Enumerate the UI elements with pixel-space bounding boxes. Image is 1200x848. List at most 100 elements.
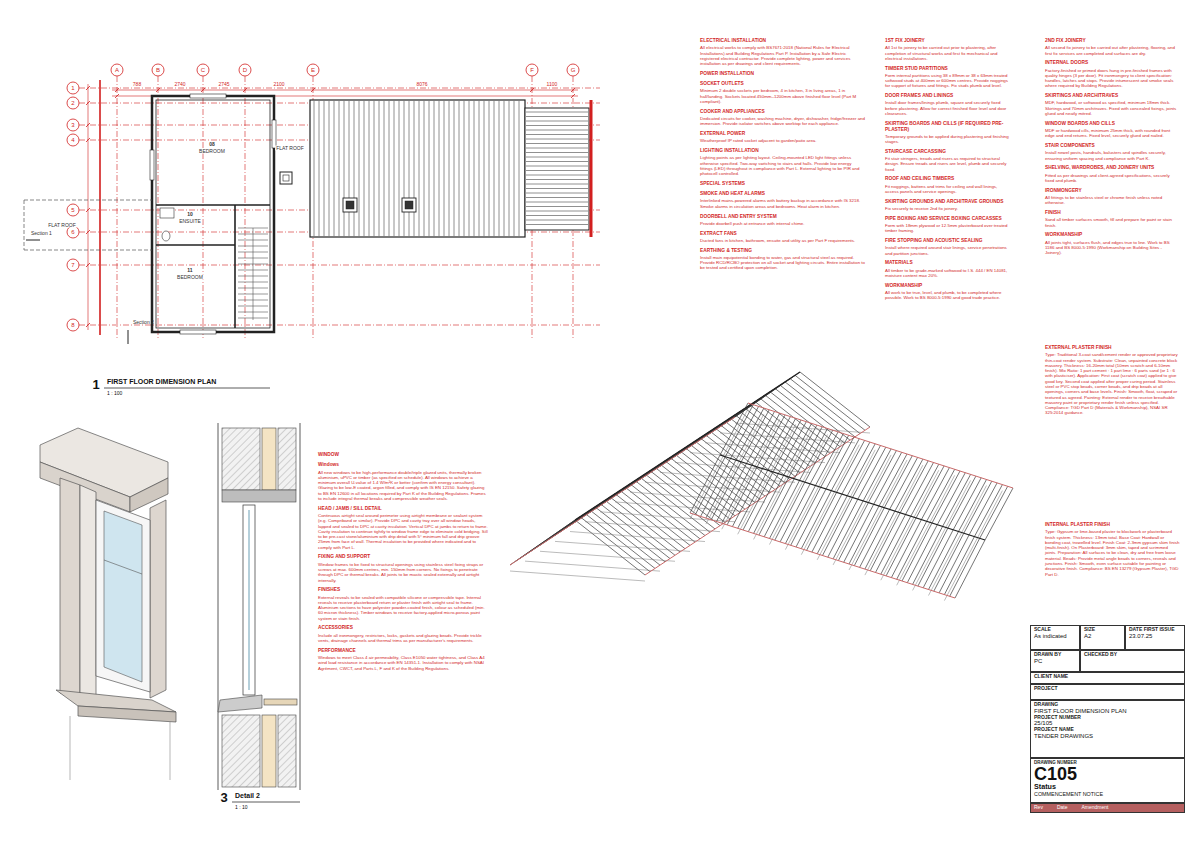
rafter — [484, 101, 485, 236]
rafter — [526, 148, 588, 149]
wall-plate — [510, 417, 735, 565]
ceiling-joist — [754, 429, 812, 539]
rafter — [409, 101, 410, 236]
flat-roof-edge — [24, 250, 152, 251]
note-body: Lighting points as per lighting layout. … — [700, 155, 865, 176]
rafter — [384, 101, 385, 236]
rafter — [929, 532, 959, 590]
ceiling-joist — [785, 440, 843, 550]
note-body: Form internal partitions using 38 x 89mm… — [885, 73, 1010, 89]
grid-bubble — [111, 64, 123, 76]
grid-line — [245, 76, 246, 338]
rooflight — [343, 198, 357, 212]
rafter — [823, 498, 853, 556]
rafter — [459, 101, 460, 236]
dimension-tick — [86, 263, 90, 267]
title-cell: CHECKED BY — [1080, 650, 1185, 672]
rafter — [750, 405, 820, 460]
dimension-tick — [530, 88, 534, 92]
note-heading: EXTERNAL POWER — [700, 131, 865, 137]
rafter — [732, 469, 762, 527]
rafter — [444, 101, 445, 236]
window-opening — [150, 150, 154, 180]
roof-edge — [590, 100, 593, 237]
field-value: TENDER DRAWINGS — [1034, 733, 1181, 740]
note-heading: DOORBELL AND ENTRY SYSTEM — [700, 214, 865, 220]
dimension-tick — [86, 323, 90, 327]
rafter — [939, 535, 969, 593]
field-value: PC — [1034, 658, 1076, 665]
rafter — [881, 516, 911, 574]
grid-label: 4 — [70, 137, 75, 143]
window-section-detail — [218, 423, 300, 790]
rafter — [727, 467, 757, 525]
dimension: 788 — [132, 82, 142, 87]
rafter — [526, 170, 588, 171]
dimension-tick — [86, 86, 90, 90]
rafter — [526, 224, 588, 225]
dimension-line — [88, 84, 89, 330]
field-value: FIRST FLOOR DIMENSION PLAN — [1034, 708, 1181, 715]
rafter — [526, 121, 588, 122]
note-heading: FINISHES — [318, 587, 488, 593]
note-body: MDF or hardwood cills, minimum 25mm thic… — [1045, 128, 1180, 139]
rafter — [980, 486, 1008, 538]
rafter — [796, 489, 826, 547]
rafter — [879, 454, 907, 506]
rafter — [773, 420, 801, 472]
dimension: 1100 — [546, 82, 559, 87]
rafter — [389, 101, 390, 236]
field-label: CHECKED BY — [1084, 652, 1181, 658]
field-label: CLIENT NAME — [1034, 674, 1181, 680]
rafter — [359, 101, 360, 236]
grid-label: B — [155, 67, 161, 73]
rafter — [948, 476, 976, 528]
rafter — [369, 101, 370, 236]
drawing-title: Detail 2 — [234, 792, 261, 799]
rooflight — [402, 198, 416, 212]
rafter — [379, 101, 380, 236]
rafter — [645, 474, 715, 529]
rafter — [847, 444, 875, 496]
rafter — [499, 101, 500, 236]
rafter — [526, 116, 588, 117]
rafter — [800, 429, 828, 481]
dimension-tick — [86, 123, 90, 127]
field-label: PROJECT — [1034, 686, 1181, 692]
ceiling-joist — [770, 435, 828, 545]
rafter — [849, 506, 879, 564]
rafter — [434, 101, 435, 236]
wall-plate — [690, 513, 955, 598]
rafter — [853, 446, 881, 498]
grid-label: A — [114, 67, 120, 73]
rafter — [775, 388, 845, 443]
rafter — [419, 101, 420, 236]
dimension-tick — [86, 101, 90, 105]
rafter — [329, 101, 330, 236]
ceiling-joist — [706, 414, 764, 524]
note-body: Fit noggings, battens and trims for ceil… — [885, 184, 1010, 195]
note-heading: WORKMANSHIP — [1045, 232, 1180, 238]
rafter — [865, 511, 895, 569]
field-value: As indicated — [1034, 633, 1076, 640]
grid-label: F — [529, 67, 535, 73]
note-body: Fit stair stringers, treads and risers a… — [885, 156, 1010, 172]
grid-bubble — [307, 64, 319, 76]
rafter — [339, 101, 340, 236]
drawing-number: C105 — [1034, 765, 1181, 783]
grid-bubble — [67, 134, 79, 146]
rafter — [464, 101, 465, 236]
rafter — [526, 166, 588, 167]
rafter — [504, 101, 505, 236]
grid-label: D — [242, 67, 248, 73]
note-heading: 1ST FIX JOINERY — [885, 38, 1010, 44]
grid-bubble — [526, 64, 538, 76]
note-body: All electrical works to comply with BS76… — [700, 45, 865, 66]
rafter — [801, 491, 831, 549]
note-heading: COOKER AND APPLIANCES — [700, 109, 865, 115]
room-number: 11 — [186, 268, 193, 273]
note-heading: ACCESSORIES — [318, 625, 488, 631]
rafter — [775, 482, 805, 540]
note-body: Ducted fans in kitchen, bathroom, ensuit… — [700, 238, 865, 243]
